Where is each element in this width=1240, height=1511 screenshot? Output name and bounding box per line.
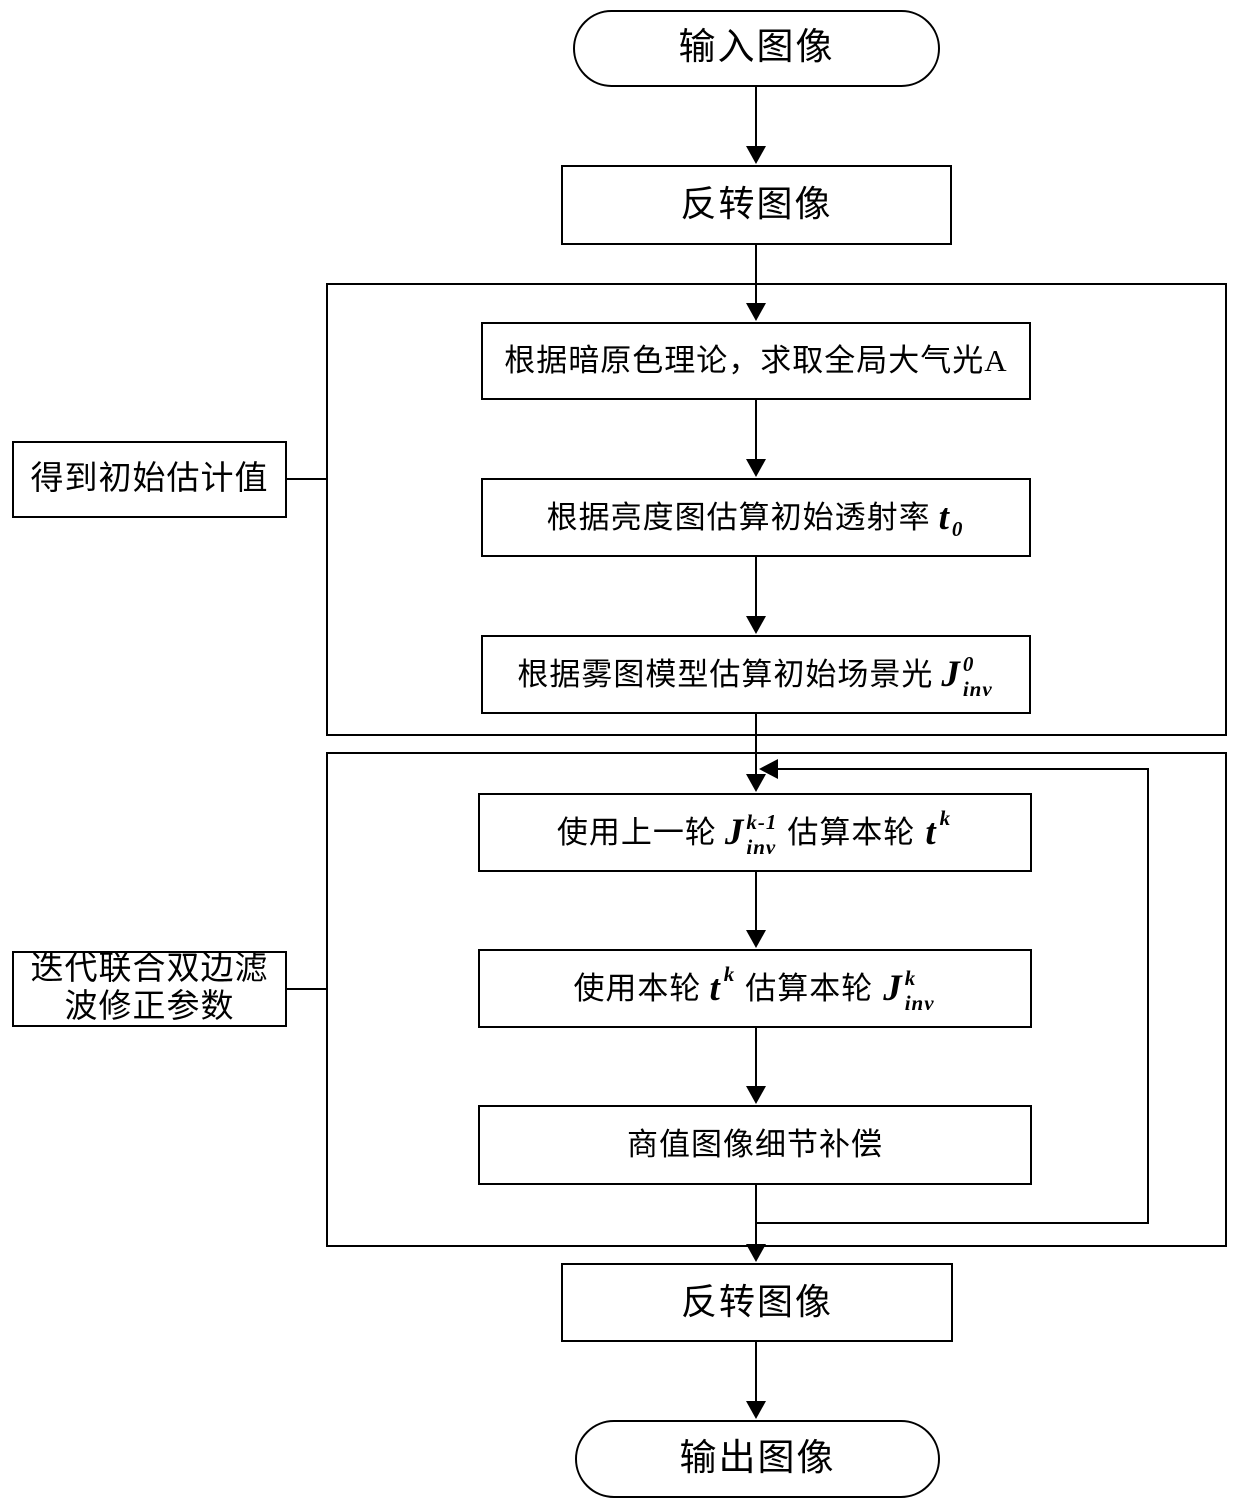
step-initial-scene-light: 根据雾图模型估算初始场景光 J 0 inv [481, 635, 1031, 714]
math-sub-inv: inv [962, 676, 993, 701]
initial-estimate-group-box [326, 283, 1227, 736]
iterative-filter-group-box [326, 752, 1227, 1247]
end-node-label: 输出图像 [679, 1437, 836, 1479]
math-sub-inv: inv [746, 834, 777, 859]
side-label-iterative-filter: 迭代联合双边滤 波修正参数 [12, 951, 287, 1027]
step5-text1: 使用本轮 [573, 970, 702, 1006]
math-var-J: J [941, 654, 961, 695]
step-detail-compensation: 商值图像细节补偿 [478, 1105, 1032, 1185]
math-sup-0: 0 [962, 651, 975, 676]
math-var-J: J [724, 812, 745, 853]
side-label2-line2: 波修正参数 [64, 989, 235, 1025]
math-supsub: k inv [904, 965, 935, 1015]
formula-t0: t 0 [938, 497, 964, 540]
step4-text2: 估算本轮 [787, 814, 916, 850]
side-label1-line1: 得到初始估计值 [30, 460, 269, 497]
math-sup-k: k [723, 962, 736, 986]
formula-J0inv: J 0 inv [941, 651, 993, 701]
invert-image-top-label: 反转图像 [680, 184, 833, 225]
side-label-initial-estimate: 得到初始估计值 [12, 441, 287, 518]
invert-image-bottom-label: 反转图像 [680, 1281, 833, 1322]
step3-text: 根据雾图模型估算初始场景光 [517, 656, 934, 692]
math-var-t: t [709, 968, 721, 1009]
math-sup-k1: k-1 [746, 809, 778, 834]
step-estimate-Jkinv: 使用本轮 t k 估算本轮 J k inv [478, 949, 1032, 1028]
step1-text: 根据暗原色理论，求取全局大气光A [504, 343, 1008, 379]
step-initial-transmission: 根据亮度图估算初始透射率 t 0 [481, 478, 1031, 557]
step4-text1: 使用上一轮 [556, 814, 717, 850]
math-var-J: J [883, 968, 903, 1009]
invert-image-top-node: 反转图像 [561, 165, 952, 245]
arrowhead-down-9 [746, 1401, 766, 1419]
invert-image-bottom-node: 反转图像 [561, 1263, 953, 1342]
step5-text2: 估算本轮 [745, 970, 874, 1006]
step-global-atmospheric-light: 根据暗原色理论，求取全局大气光A [481, 322, 1031, 400]
math-sup-k: k [904, 965, 917, 990]
start-node-label: 输入图像 [678, 27, 835, 69]
arrowhead-down-1 [746, 146, 766, 164]
formula-Jkinv: J k inv [883, 965, 935, 1015]
math-sub-inv: inv [904, 990, 935, 1015]
formula-tk: t k [925, 808, 951, 853]
start-node: 输入图像 [573, 10, 940, 87]
math-sup-k: k [939, 806, 952, 830]
formula-Jk1inv: J k-1 inv [724, 809, 778, 859]
math-supsub: k-1 inv [746, 809, 778, 859]
math-var-t: t [938, 497, 950, 538]
step2-text: 根据亮度图估算初始透射率 [546, 499, 931, 535]
step-estimate-tk: 使用上一轮 J k-1 inv 估算本轮 t k [478, 793, 1032, 872]
end-node: 输出图像 [575, 1420, 940, 1498]
formula-tk: t k [709, 964, 735, 1009]
math-supsub: 0 inv [962, 651, 993, 701]
math-var-t: t [925, 812, 937, 853]
step6-text: 商值图像细节补偿 [627, 1127, 883, 1163]
math-sub-0: 0 [951, 517, 964, 541]
side-label2-line1: 迭代联合双边滤 [30, 951, 269, 988]
